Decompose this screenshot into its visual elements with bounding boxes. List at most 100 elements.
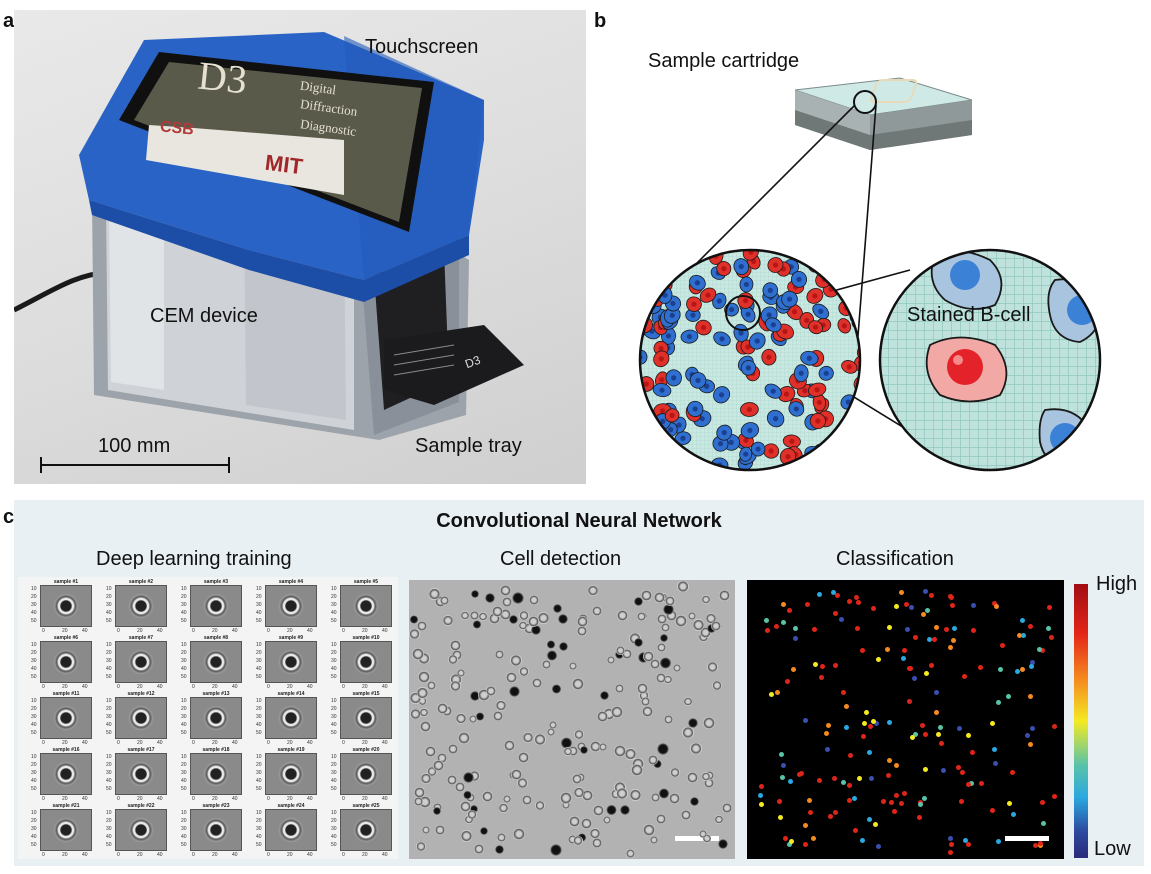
label-stained-bcell: Stained B-cell bbox=[907, 304, 1031, 326]
detected-cell bbox=[636, 612, 646, 621]
classified-cell-dot bbox=[901, 791, 907, 797]
detected-cell bbox=[593, 804, 605, 816]
cell-nucleus bbox=[832, 254, 839, 260]
thumb-y-tick: 20 bbox=[256, 594, 262, 600]
detected-cell bbox=[435, 825, 446, 836]
cell-nucleus bbox=[860, 444, 865, 449]
classified-cell-dot bbox=[936, 731, 942, 737]
detected-cell bbox=[508, 685, 521, 698]
classified-cell-dot bbox=[978, 780, 984, 786]
thumb-x-tick: 20 bbox=[212, 628, 218, 634]
thumb-y-tick: 30 bbox=[331, 826, 337, 832]
sample-thumbnail bbox=[190, 697, 242, 739]
classified-cell-dot bbox=[933, 689, 939, 695]
cell-diffraction-pattern bbox=[278, 593, 304, 619]
detected-cell bbox=[558, 642, 568, 652]
thumb-y-tick: 10 bbox=[256, 698, 262, 704]
thumb-x-tick: 20 bbox=[137, 796, 143, 802]
classified-cell-dot bbox=[769, 692, 775, 698]
classified-cell-dot bbox=[831, 776, 837, 782]
classified-cell-dot bbox=[938, 724, 944, 730]
classified-cell-dot bbox=[867, 816, 873, 822]
stained-cell bbox=[839, 265, 855, 281]
thumb-x-tick: 40 bbox=[157, 852, 163, 858]
classified-cell-dot bbox=[1016, 633, 1022, 639]
cartridge-diagram bbox=[638, 77, 1102, 472]
detected-cell bbox=[493, 711, 504, 722]
thumb-y-tick: 10 bbox=[31, 642, 37, 648]
cell-nucleus bbox=[863, 328, 868, 333]
detected-cell bbox=[641, 696, 651, 707]
colorbar-high-label: High bbox=[1096, 573, 1138, 595]
cell-nucleus bbox=[654, 271, 661, 277]
classified-cell-dot bbox=[774, 623, 780, 629]
classified-cell-dot bbox=[781, 602, 787, 608]
thumb-x-tick: 20 bbox=[137, 684, 143, 690]
thumb-y-tick: 10 bbox=[31, 586, 37, 592]
cell-nucleus bbox=[721, 265, 727, 272]
cell-diffraction-pattern bbox=[278, 817, 304, 843]
classified-cell-dot bbox=[989, 721, 995, 727]
classified-cell-dot bbox=[978, 665, 984, 671]
thumb-x-tick: 20 bbox=[287, 852, 293, 858]
detected-cell bbox=[519, 666, 529, 677]
thumb-x-tick: 20 bbox=[62, 684, 68, 690]
cell-nucleus bbox=[802, 388, 808, 394]
sample-title: sample #20 bbox=[352, 747, 380, 753]
detected-cell bbox=[702, 833, 712, 843]
classified-cell-dot bbox=[862, 720, 868, 726]
cell-nucleus bbox=[830, 457, 836, 463]
classified-cell-dot bbox=[1051, 723, 1057, 729]
thumb-y-tick: 20 bbox=[31, 650, 37, 656]
detected-cell bbox=[571, 678, 584, 690]
detected-cell bbox=[701, 595, 711, 604]
thumb-y-tick: 50 bbox=[181, 618, 187, 624]
thumb-x-tick: 40 bbox=[157, 796, 163, 802]
detected-cell bbox=[458, 732, 470, 744]
detected-cell bbox=[611, 789, 622, 799]
classified-cell-dot bbox=[912, 731, 918, 737]
sample-title: sample #25 bbox=[352, 803, 380, 809]
thumb-y-tick: 40 bbox=[31, 722, 37, 728]
sample-thumbnail bbox=[40, 585, 92, 627]
scale-bar-classification bbox=[1005, 836, 1049, 841]
stained-cell bbox=[835, 449, 853, 468]
classified-cell-dot bbox=[832, 663, 838, 669]
classified-cell-dot bbox=[928, 592, 934, 598]
detected-cell bbox=[522, 731, 534, 743]
cell-nucleus bbox=[692, 406, 698, 412]
classified-cell-dot bbox=[1051, 794, 1057, 800]
cell-nucleus bbox=[655, 451, 661, 457]
thumb-y-tick: 30 bbox=[106, 602, 112, 608]
cell-nucleus bbox=[656, 252, 662, 258]
classified-cell-dot bbox=[922, 766, 928, 772]
detected-cell bbox=[469, 611, 479, 621]
sample-thumbnail bbox=[340, 697, 392, 739]
thumb-y-tick: 50 bbox=[181, 730, 187, 736]
thumb-x-tick: 20 bbox=[62, 628, 68, 634]
cell-nucleus bbox=[690, 312, 696, 318]
detected-cell bbox=[411, 648, 424, 661]
detected-cell bbox=[690, 796, 700, 806]
thumb-y-tick: 50 bbox=[31, 618, 37, 624]
cell-diffraction-pattern bbox=[53, 705, 79, 731]
classified-cell-dot bbox=[764, 627, 770, 633]
sample-title: sample #21 bbox=[52, 803, 80, 809]
classified-cell-dot bbox=[855, 625, 861, 631]
unstained-cell bbox=[640, 458, 649, 470]
thumb-y-tick: 30 bbox=[106, 770, 112, 776]
classified-cell-dot bbox=[792, 635, 798, 641]
thumb-y-tick: 10 bbox=[181, 698, 187, 704]
thumb-y-tick: 40 bbox=[31, 666, 37, 672]
cell-nucleus bbox=[863, 349, 868, 354]
thumb-x-tick: 0 bbox=[192, 852, 195, 858]
detected-cell bbox=[518, 610, 529, 621]
thumb-y-tick: 40 bbox=[106, 610, 112, 616]
detected-cell bbox=[665, 596, 675, 606]
thumb-x-tick: 0 bbox=[192, 628, 195, 634]
classified-cell-dot bbox=[924, 671, 930, 677]
cell-diffraction-pattern bbox=[128, 593, 154, 619]
detected-cell bbox=[701, 772, 711, 781]
cell-nucleus bbox=[659, 408, 666, 414]
thumb-y-tick: 30 bbox=[181, 658, 187, 664]
